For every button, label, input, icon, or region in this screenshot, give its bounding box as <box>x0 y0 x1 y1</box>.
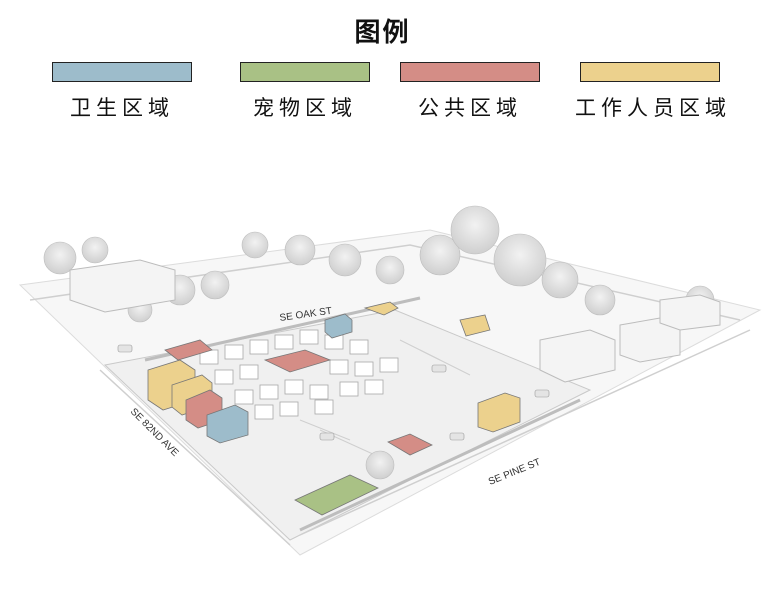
tiny-house <box>284 379 304 395</box>
tiny-house <box>234 389 254 405</box>
cars <box>117 344 550 441</box>
background-buildings <box>69 259 721 383</box>
legend-label-pet: 宠物区域 <box>253 96 357 120</box>
legend-label-hygiene: 卫生区域 <box>70 96 174 120</box>
legend-label-public: 公共区域 <box>418 96 522 120</box>
legend-swatch-public <box>400 62 540 82</box>
tiny-house <box>299 329 319 345</box>
car <box>431 364 447 373</box>
tiny-house <box>314 399 334 415</box>
tiny-house <box>379 357 399 373</box>
pet-zone <box>294 474 379 516</box>
tiny-house <box>339 381 359 397</box>
curb-pine <box>299 329 751 536</box>
tiny-house <box>354 361 374 377</box>
car <box>449 432 465 441</box>
building <box>659 294 721 331</box>
tree <box>81 236 109 264</box>
curb-avenue <box>99 369 291 546</box>
tiny-house <box>249 339 269 355</box>
legend-swatch-hygiene <box>52 62 192 82</box>
tree <box>241 231 269 259</box>
hygiene-zone <box>324 313 353 339</box>
car <box>534 389 550 398</box>
tree <box>450 205 500 255</box>
building <box>69 259 176 313</box>
tree <box>541 261 579 299</box>
tree <box>43 241 77 275</box>
tiny-house <box>254 404 274 420</box>
tiny-house <box>364 379 384 395</box>
public-zone <box>387 433 433 456</box>
tree <box>419 234 461 276</box>
tiny-house <box>329 359 349 375</box>
tree <box>584 284 616 316</box>
tree <box>284 234 316 266</box>
car <box>319 432 335 441</box>
tree <box>200 270 230 300</box>
fence-south <box>299 398 581 532</box>
car <box>117 344 133 353</box>
tiny-house <box>279 401 299 417</box>
trees <box>43 205 715 480</box>
staff-zone <box>459 314 491 337</box>
tree <box>328 243 362 277</box>
legend-swatch-staff <box>580 62 720 82</box>
tiny-house <box>259 384 279 400</box>
tiny-house <box>214 369 234 385</box>
tree <box>365 450 395 480</box>
legend-label-staff: 工作人员区域 <box>575 96 731 120</box>
tiny-house <box>274 334 294 350</box>
staff-zone <box>477 392 521 433</box>
site-lot <box>103 309 592 541</box>
legend-title: 图例 <box>354 18 411 48</box>
zones <box>147 301 521 516</box>
legend-item-public: 公共区域 <box>400 62 540 122</box>
tiny-houses <box>199 329 399 420</box>
staff-zone <box>363 301 399 316</box>
legend: 卫生区域 宠物区域 公共区域 工作人员区域 <box>0 62 765 132</box>
public-zone <box>263 349 332 373</box>
tree <box>493 233 547 287</box>
building <box>539 329 616 383</box>
legend-swatch-pet <box>240 62 370 82</box>
tiny-house <box>239 364 259 380</box>
tiny-house <box>224 344 244 360</box>
street-label-pine: SE PINE ST <box>487 457 542 488</box>
legend-item-hygiene: 卫生区域 <box>52 62 192 122</box>
tiny-house <box>309 384 329 400</box>
tiny-house <box>349 339 369 355</box>
public-zone <box>164 339 213 361</box>
tree <box>375 255 405 285</box>
legend-item-pet: 宠物区域 <box>240 62 370 122</box>
legend-item-staff: 工作人员区域 <box>575 62 731 122</box>
site-plan-illustration: SE OAK ST SE 82ND AVE SE PINE ST <box>18 205 762 556</box>
hygiene-zone <box>206 404 249 444</box>
